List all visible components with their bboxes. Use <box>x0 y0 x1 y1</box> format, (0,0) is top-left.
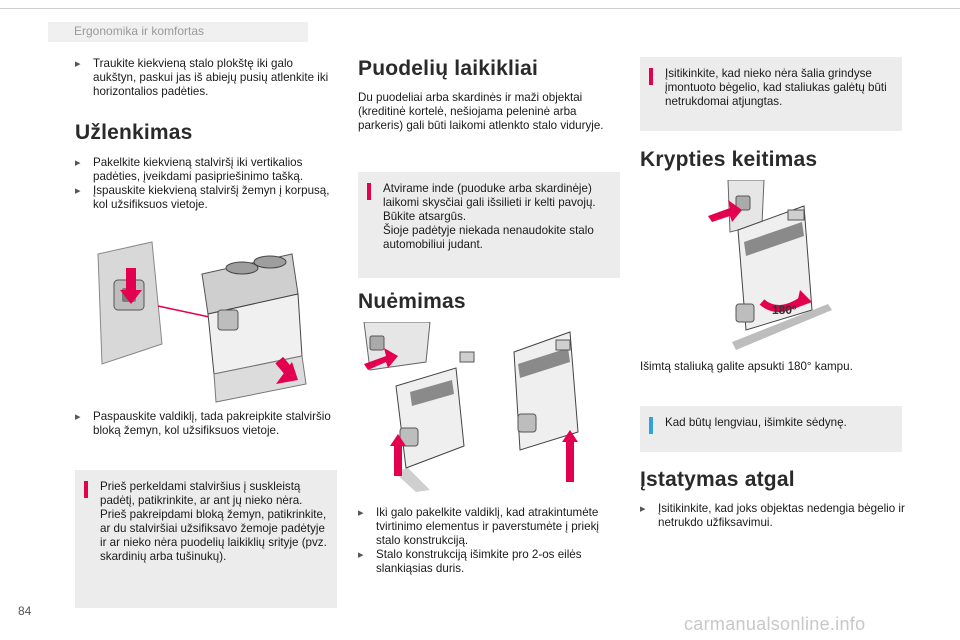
info-text: Kad būtų lengviau, išimkite sėdynę. <box>665 416 847 429</box>
heading-reinstall: Įstatymas atgal <box>640 468 795 491</box>
section-title: Ergonomika ir komfortas <box>74 24 205 38</box>
bullet-raise-table: Pakelkite kiekvieną stalviršį iki vertik… <box>75 156 337 184</box>
bullet-unfold-tables: Traukite kiekvieną stalo plokštę iki gal… <box>75 57 337 99</box>
para-cup-holders: Du puodeliai arba skardinės ir maži obje… <box>358 91 604 132</box>
bullet-remove-structure: Stalo konstrukciją išimkite pro 2-os eil… <box>358 548 626 576</box>
warning-text: Įsitikinkite, kad nieko nėra šalia grind… <box>665 67 887 108</box>
bullet-tilt-block: Paspauskite valdiklį, tada pakreipkite s… <box>75 410 337 438</box>
warning-text: Atvirame inde (puoduke arba skardinėje) … <box>383 182 596 251</box>
bullet-press-table: Įspauskite kiekvieną stalviršį žemyn į k… <box>75 184 337 212</box>
bullet-unlock-structure: Iki galo pakelkite valdiklį, kad atrakin… <box>358 506 626 548</box>
para-rotate: Išimtą staliuką galite apsukti 180° kamp… <box>640 360 853 373</box>
page-header: Ergonomika ir komfortas <box>0 0 960 44</box>
header-tab <box>48 22 308 42</box>
heading-direction-change: Krypties keitimas <box>640 148 818 171</box>
info-box-seat: Kad būtų lengviau, išimkite sėdynę. <box>640 406 902 452</box>
heading-folding: Užlenkimas <box>75 121 193 144</box>
header-rule <box>0 8 960 9</box>
warning-icon <box>649 68 653 85</box>
warning-icon <box>367 183 371 200</box>
bullet-check-rail: Įsitikinkite, kad joks objektas nedengia… <box>640 502 908 530</box>
warning-text: Prieš perkeldami stalviršius į suskleist… <box>100 480 327 563</box>
warning-box-fold: Prieš perkeldami stalviršius į suskleist… <box>75 470 337 608</box>
figure-fold-table <box>92 234 320 404</box>
warning-box-liquids: Atvirame inde (puoduke arba skardinėje) … <box>358 172 620 278</box>
page-number: 84 <box>18 604 32 618</box>
heading-removal: Nuėmimas <box>358 290 466 313</box>
info-icon <box>649 417 653 434</box>
warning-icon <box>84 481 88 498</box>
rotation-label: 180° <box>772 303 797 317</box>
warning-box-rail: Įsitikinkite, kad nieko nėra šalia grind… <box>640 57 902 131</box>
figure-removal <box>360 322 610 492</box>
heading-cup-holders: Puodelių laikikliai <box>358 57 539 80</box>
figure-rotate: 180° <box>708 180 838 356</box>
watermark: carmanualsonline.info <box>684 614 866 634</box>
